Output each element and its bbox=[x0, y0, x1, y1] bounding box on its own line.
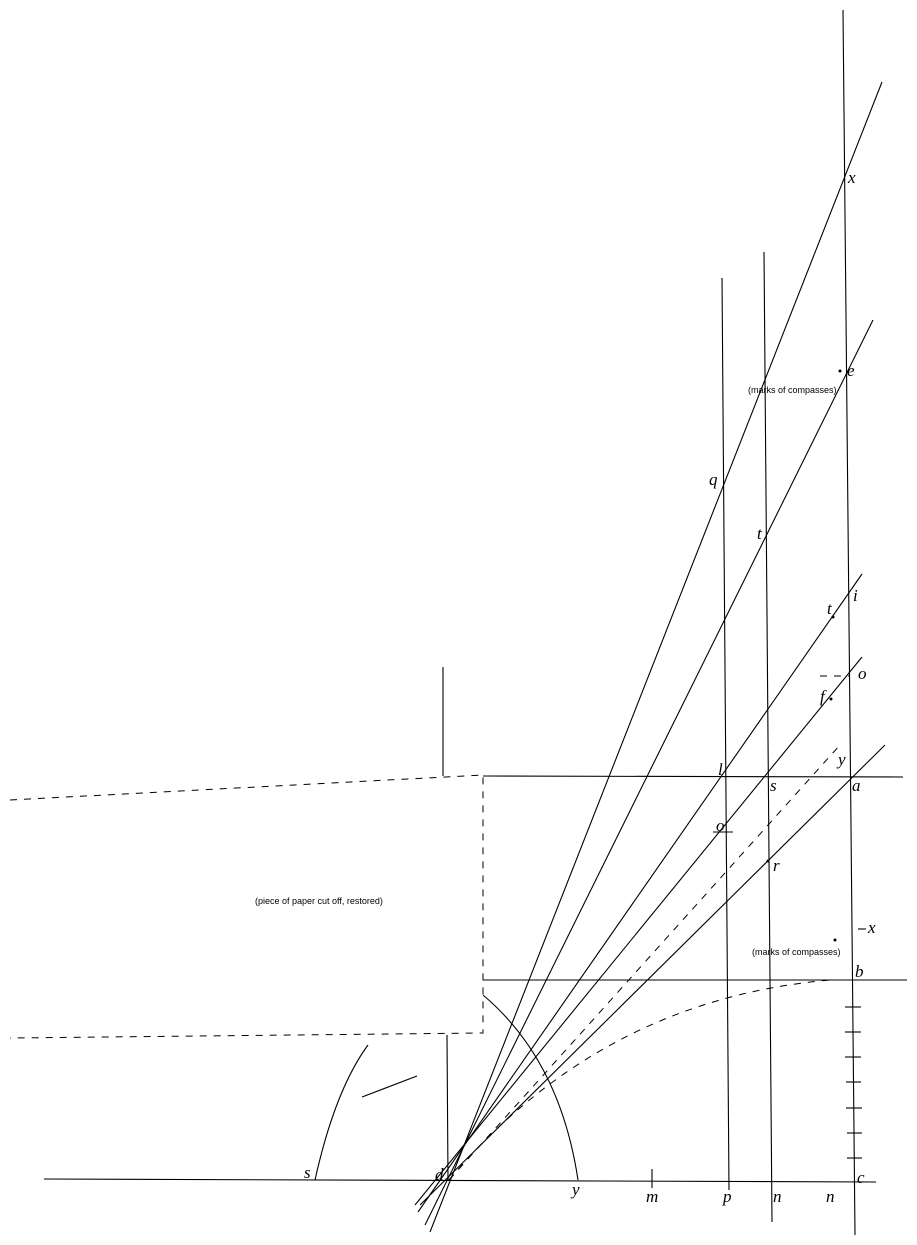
label-l: l bbox=[718, 760, 723, 779]
label-i: i bbox=[853, 586, 858, 605]
restored-paper-outline bbox=[9, 774, 484, 1039]
label-e: e bbox=[847, 361, 855, 380]
scale-ticks bbox=[651, 831, 866, 1188]
label-s-mid: s bbox=[770, 776, 777, 795]
label-y-base: y bbox=[570, 1180, 580, 1199]
ray-de bbox=[424, 319, 874, 1226]
vertical-qp bbox=[721, 277, 730, 1191]
label-y-upper: y bbox=[836, 750, 846, 769]
horizontal-la bbox=[482, 775, 904, 778]
arc-y bbox=[482, 994, 579, 1181]
label-d: d bbox=[435, 1165, 444, 1184]
baseline-sc bbox=[43, 1178, 877, 1183]
vertical-stub-d bbox=[446, 1034, 449, 1181]
label-n1: n bbox=[773, 1187, 782, 1206]
label-s-left: s bbox=[304, 1163, 311, 1182]
label-m: m bbox=[646, 1187, 658, 1206]
label-o-upper: o bbox=[858, 664, 867, 683]
arc-s bbox=[314, 1044, 369, 1181]
label-x-lower: x bbox=[867, 918, 876, 937]
ray-do bbox=[414, 656, 863, 1206]
note-compasses-top: (marks of compasses) bbox=[748, 385, 837, 395]
label-q: q bbox=[709, 470, 718, 489]
label-r: r bbox=[773, 856, 780, 875]
label-o-lower: o bbox=[716, 816, 725, 835]
label-b: b bbox=[855, 962, 864, 981]
label-x-top: x bbox=[847, 168, 856, 187]
label-c: c bbox=[857, 1168, 865, 1187]
label-t2: t bbox=[827, 599, 833, 618]
label-f: f bbox=[820, 687, 827, 706]
label-n2: n bbox=[826, 1187, 835, 1206]
vertical-xc bbox=[842, 9, 856, 1236]
vertical-tn bbox=[763, 251, 773, 1223]
label-a: a bbox=[852, 776, 861, 795]
ray-dx bbox=[429, 81, 883, 1233]
ray-di bbox=[417, 573, 863, 1213]
label-p: p bbox=[722, 1187, 732, 1206]
dashed-curve-b bbox=[448, 979, 831, 1181]
short-stroke bbox=[361, 1075, 418, 1098]
label-t1: t bbox=[757, 524, 763, 543]
compass-marks bbox=[766, 369, 842, 942]
note-paper-restored: (piece of paper cut off, restored) bbox=[255, 896, 383, 906]
note-compasses-bottom: (marks of compasses) bbox=[752, 947, 841, 957]
ray-dy-dashed bbox=[448, 744, 841, 1181]
